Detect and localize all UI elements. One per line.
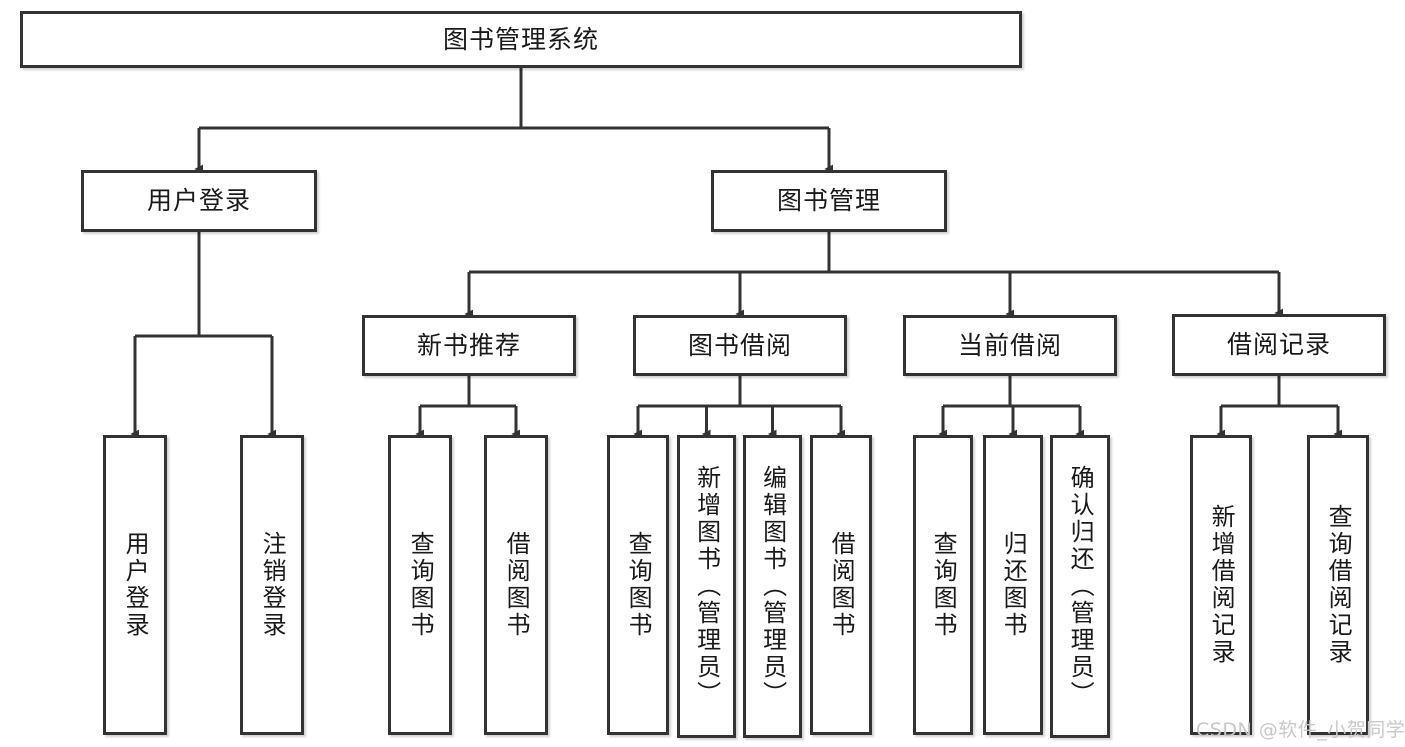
node-new-book-rec[interactable]: 新书推荐 [362, 315, 576, 376]
node-label: 借阅图书 [827, 531, 856, 639]
node-current-borrow[interactable]: 当前借阅 [903, 315, 1117, 376]
node-label: 查询图书 [406, 531, 435, 639]
node-leaf-rec-add[interactable]: 新增借阅记录 [1190, 435, 1252, 735]
node-label: 当前借阅 [957, 330, 1062, 360]
watermark: CSDN @软件_小贺同学 [1196, 719, 1405, 741]
node-label: 查询图书 [929, 531, 958, 639]
node-label: 查询借阅记录 [1324, 504, 1353, 666]
node-leaf-brw-edit[interactable]: 编辑图书（管理员） [743, 435, 802, 738]
node-label: 图书借阅 [687, 330, 792, 360]
node-leaf-cur-return[interactable]: 归还图书 [983, 435, 1043, 735]
node-label: 图书管理系统 [442, 24, 599, 54]
node-leaf-cur-query[interactable]: 查询图书 [913, 435, 973, 735]
node-label: 用户登录 [121, 531, 150, 639]
node-label: 图书管理 [776, 186, 881, 216]
node-label: 确认归还（管理员） [1066, 465, 1095, 708]
node-leaf-brw-borrow[interactable]: 借阅图书 [810, 435, 872, 735]
node-user-login[interactable]: 用户登录 [81, 170, 317, 232]
node-label: 新增图书（管理员） [692, 465, 721, 708]
node-leaf-brw-add[interactable]: 新增图书（管理员） [677, 435, 736, 738]
node-leaf-brw-query[interactable]: 查询图书 [607, 435, 669, 735]
node-label: 归还图书 [999, 531, 1028, 639]
node-label: 查询图书 [624, 531, 653, 639]
node-leaf-user-login[interactable]: 用户登录 [103, 435, 167, 735]
node-book-borrow[interactable]: 图书借阅 [633, 315, 847, 376]
node-label: 新书推荐 [416, 330, 521, 360]
node-label: 借阅图书 [502, 531, 531, 639]
node-label: 注销登录 [258, 531, 287, 639]
node-label: 借阅记录 [1226, 330, 1331, 360]
node-root[interactable]: 图书管理系统 [20, 11, 1022, 68]
node-borrow-record[interactable]: 借阅记录 [1172, 314, 1386, 376]
node-leaf-user-logout[interactable]: 注销登录 [240, 435, 304, 735]
node-leaf-rec-query[interactable]: 查询图书 [388, 435, 452, 735]
node-leaf-rec-query2[interactable]: 查询借阅记录 [1307, 435, 1369, 735]
node-leaf-rec-borrow[interactable]: 借阅图书 [484, 435, 548, 735]
node-leaf-cur-confirm[interactable]: 确认归还（管理员） [1050, 435, 1110, 738]
node-label: 编辑图书（管理员） [758, 465, 787, 708]
node-label: 新增借阅记录 [1207, 504, 1236, 666]
node-label: 用户登录 [146, 186, 251, 216]
node-book-mgmt[interactable]: 图书管理 [711, 170, 947, 232]
edge-paths [130, 68, 1342, 439]
